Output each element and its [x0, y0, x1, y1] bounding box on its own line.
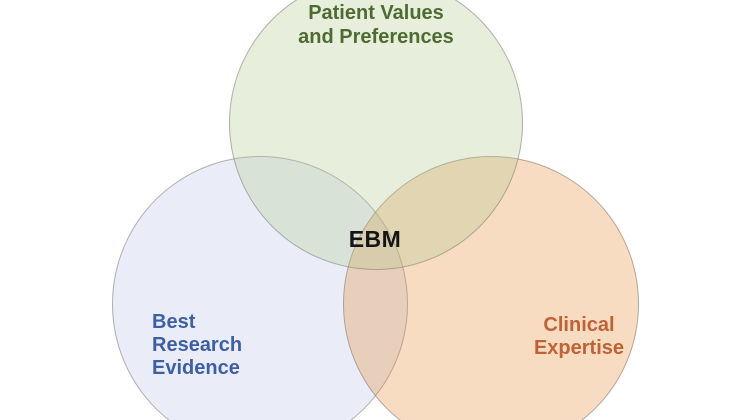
best-research-evidence-label: Best Research Evidence [152, 311, 243, 379]
venn-circle-patient-values [229, 0, 523, 270]
patient-values-label: Patient Values and Preferences [298, 2, 454, 48]
clinical-expertise-label: Clinical Expertise [533, 314, 625, 359]
ebm-center-label: EBM [348, 226, 402, 252]
